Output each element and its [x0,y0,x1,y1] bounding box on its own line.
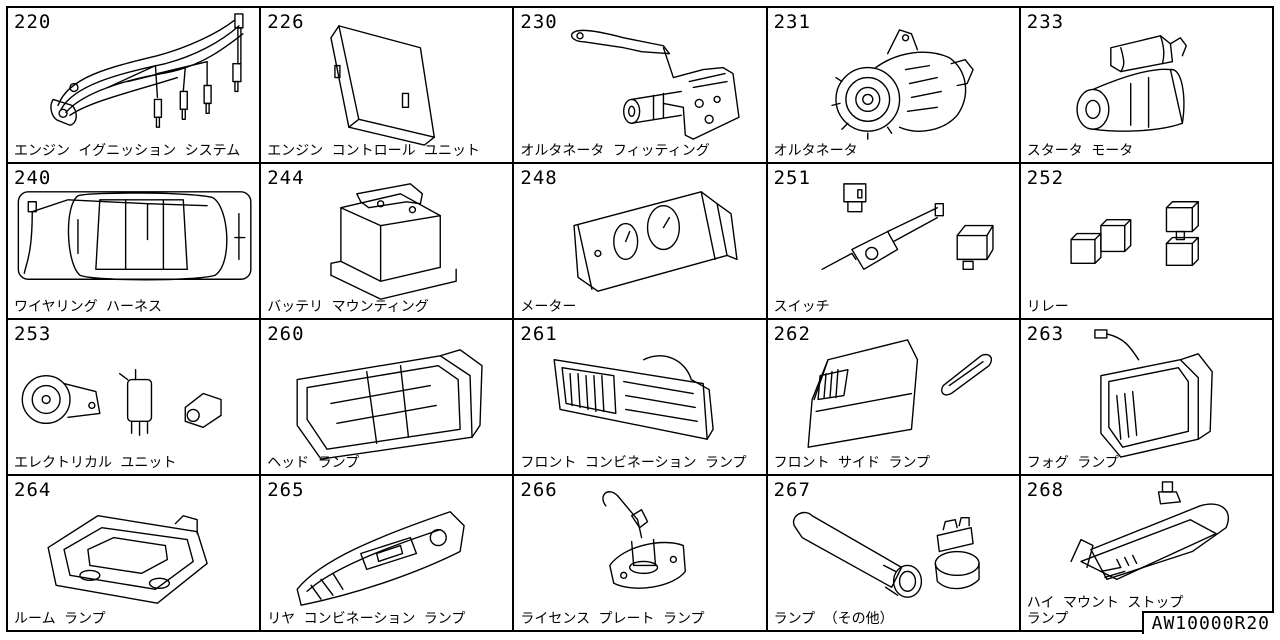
part-cell-267[interactable]: 267 ランプ （その他） [767,476,1021,632]
part-label: エンジン コントロール ユニット [267,143,481,159]
part-label: エレクトリカル ユニット [14,455,177,471]
part-cell-220[interactable]: 220 エンジン イグニッション システム [8,8,262,164]
part-label: ルーム ランプ [14,611,106,627]
part-label: ワイヤリング ハーネス [14,299,163,315]
high-mount-stop-lamp-icon [1070,481,1229,581]
part-label: ライセンス プレート ランプ [520,611,705,627]
horn-units-icon [21,368,222,436]
battery-icon [330,183,458,300]
part-label: フロント サイド ランプ [773,455,931,471]
part-code: 261 [520,323,558,345]
part-code: 230 [520,11,558,33]
front-combination-lamp-icon [553,355,715,440]
part-cell-252[interactable]: 252 リレー [1020,164,1274,320]
part-code: 252 [1026,167,1065,189]
part-code: 267 [773,479,811,501]
part-code: 220 [14,11,52,33]
part-cell-253[interactable]: 253 エレクトリカル ユニット [8,320,262,476]
headlamp-icon [296,349,483,460]
part-cell-266[interactable]: 266 ライセンス プレート ランプ [514,476,768,632]
part-label: エンジン イグニッション システム [14,143,241,159]
part-code: 263 [1026,323,1065,345]
part-label: オルタネータ フィッティング [520,143,710,159]
part-code: 266 [520,479,558,501]
part-label: ランプ （その他） [773,611,894,627]
part-cell-248[interactable]: 248 メーター [514,164,768,320]
part-cell-231[interactable]: 231 オルタネータ [767,8,1021,164]
part-label: スタータ モータ [1026,143,1134,159]
part-code: 264 [14,479,52,501]
part-label: リヤ コンビネーション ランプ [267,611,466,627]
starter-motor-icon [1076,35,1187,132]
part-label: ヘッド ランプ [267,455,360,471]
part-code: 240 [14,167,52,189]
part-cell-240[interactable]: 240 ワイヤリング ハーネス [8,164,262,320]
part-label: リレー [1026,299,1069,315]
meter-cluster-icon [573,191,739,292]
switches-icon [820,183,994,271]
room-lamp-icon [47,515,208,604]
bulbs-icon [792,511,980,598]
part-code: 244 [267,167,305,189]
part-cell-262[interactable]: 262 フロント サイド ランプ [767,320,1021,476]
alternator-icon [830,29,974,140]
fog-lamp-icon [1094,329,1213,458]
part-cell-260[interactable]: 260 ヘッド ランプ [261,320,515,476]
part-code: 226 [267,11,305,33]
part-cell-264[interactable]: 264 ルーム ランプ [8,476,262,632]
part-cell-233[interactable]: 233 スタータ モータ [1020,8,1274,164]
license-lamp-icon [602,491,687,589]
front-side-lamp-icon [807,339,992,448]
part-label: オルタネータ [773,143,858,159]
car-harness-icon [17,191,252,281]
part-label: フォグ ランプ [1026,455,1119,471]
part-code: 231 [773,11,811,33]
ignition-wiring-icon [50,13,244,128]
alternator-bracket-icon [571,29,741,140]
part-code: 265 [267,479,305,501]
part-cell-244[interactable]: 244 バッテリ マウンティング [261,164,515,320]
part-label: メーター [520,299,577,315]
part-code: 253 [14,323,52,345]
diagram-reference-code: AW10000R20 [1141,611,1274,634]
part-code: 248 [520,167,558,189]
part-label: スイッチ [773,299,830,315]
part-code: 233 [1026,11,1065,33]
part-code: 262 [773,323,811,345]
part-cell-251[interactable]: 251 スイッチ [767,164,1021,320]
part-cell-263[interactable]: 263 フォグ ランプ [1020,320,1274,476]
part-code: 268 [1026,479,1065,501]
part-label: フロント コンビネーション ランプ [520,455,747,471]
parts-index-grid: 220 エンジン イグニッション システム 226 エンジン コントロール ユニ… [6,6,1274,632]
part-cell-261[interactable]: 261 フロント コンビネーション ランプ [514,320,768,476]
part-cell-230[interactable]: 230 オルタネータ フィッティング [514,8,768,164]
part-label: バッテリ マウンティング [267,299,429,315]
control-unit-icon [330,25,436,146]
relays-icon [1070,201,1199,267]
part-code: 260 [267,323,305,345]
part-cell-265[interactable]: 265 リヤ コンビネーション ランプ [261,476,515,632]
part-cell-226[interactable]: 226 エンジン コントロール ユニット [261,8,515,164]
part-code: 251 [773,167,811,189]
rear-combination-lamp-icon [296,511,465,606]
part-cell-268[interactable]: 268 ハイ マウント ストップ ランプ [1020,476,1274,632]
part-label: ハイ マウント ストップ ランプ [1026,595,1184,627]
